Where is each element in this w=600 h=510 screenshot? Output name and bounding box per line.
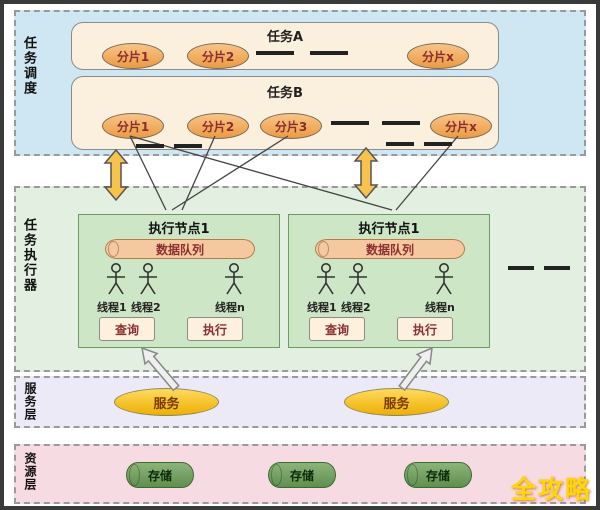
task-b-shard-3: 分片3 bbox=[260, 113, 322, 139]
thread-label-1: 线程1 bbox=[97, 301, 127, 314]
execute-button: 执行 bbox=[187, 317, 243, 341]
scheduler-label: 任务调度 bbox=[21, 36, 36, 96]
service-layer-label: 服务层 bbox=[23, 382, 37, 421]
resource-layer-label: 资源层 bbox=[23, 452, 37, 491]
executor-node-1: 执行节点1 数据队列 bbox=[78, 214, 280, 348]
node-title: 执行节点1 bbox=[148, 222, 210, 237]
storage-cylinder-3: 存储 bbox=[404, 462, 472, 488]
stick-figure-icon bbox=[349, 263, 367, 295]
query-button: 查询 bbox=[309, 317, 365, 341]
task-a-title: 任务A bbox=[266, 30, 304, 45]
storage-cylinder-2: 存储 bbox=[268, 462, 336, 488]
execute-button: 执行 bbox=[397, 317, 453, 341]
watermark-text: 全攻略 bbox=[510, 475, 592, 504]
task-a-box: 任务A 分片1 分片2 分片x bbox=[71, 22, 499, 70]
task-a-shard-x: 分片x bbox=[407, 43, 469, 69]
scheduler-section: 任务调度 任务A 分片1 分片2 分片x 任务B 分片1 分片2 分片3 分片x bbox=[14, 10, 586, 156]
executor-section: 任务执行器 执行节点1 数据队列 bbox=[14, 186, 586, 372]
service-ellipse-2: 服务 bbox=[344, 388, 449, 416]
resource-layer-section: 资源层 存储 存储 存储 bbox=[14, 444, 586, 504]
task-b-shard-1: 分片1 bbox=[102, 113, 164, 139]
stick-figure-icon bbox=[139, 263, 157, 295]
query-button: 查询 bbox=[99, 317, 155, 341]
executor-node-2: 执行节点1 数据队列 bbox=[288, 214, 490, 348]
task-b-shard-2: 分片2 bbox=[187, 113, 249, 139]
task-b-box: 任务B 分片1 分片2 分片3 分片x bbox=[71, 76, 499, 150]
executor-label: 任务执行器 bbox=[21, 218, 36, 293]
storage-cylinder-1: 存储 bbox=[126, 462, 194, 488]
stick-figure-icon bbox=[317, 263, 335, 295]
stick-figure-icon bbox=[225, 263, 243, 295]
task-b-shard-x: 分片x bbox=[430, 113, 492, 139]
thread-label-1: 线程1 bbox=[307, 301, 337, 314]
thread-label-2: 线程2 bbox=[131, 301, 161, 314]
thread-label-2: 线程2 bbox=[341, 301, 371, 314]
task-a-shard-2: 分片2 bbox=[187, 43, 249, 69]
thread-label-n: 线程n bbox=[425, 301, 455, 314]
data-queue-cylinder: 数据队列 bbox=[315, 239, 465, 259]
data-queue-cylinder: 数据队列 bbox=[105, 239, 255, 259]
node-title: 执行节点1 bbox=[358, 222, 420, 237]
task-a-shard-1: 分片1 bbox=[102, 43, 164, 69]
stick-figure-icon bbox=[107, 263, 125, 295]
service-ellipse-1: 服务 bbox=[114, 388, 219, 416]
thread-label-n: 线程n bbox=[215, 301, 245, 314]
task-b-title: 任务B bbox=[267, 86, 303, 101]
stick-figure-icon bbox=[435, 263, 453, 295]
service-layer-section: 服务层 服务 服务 bbox=[14, 376, 586, 428]
